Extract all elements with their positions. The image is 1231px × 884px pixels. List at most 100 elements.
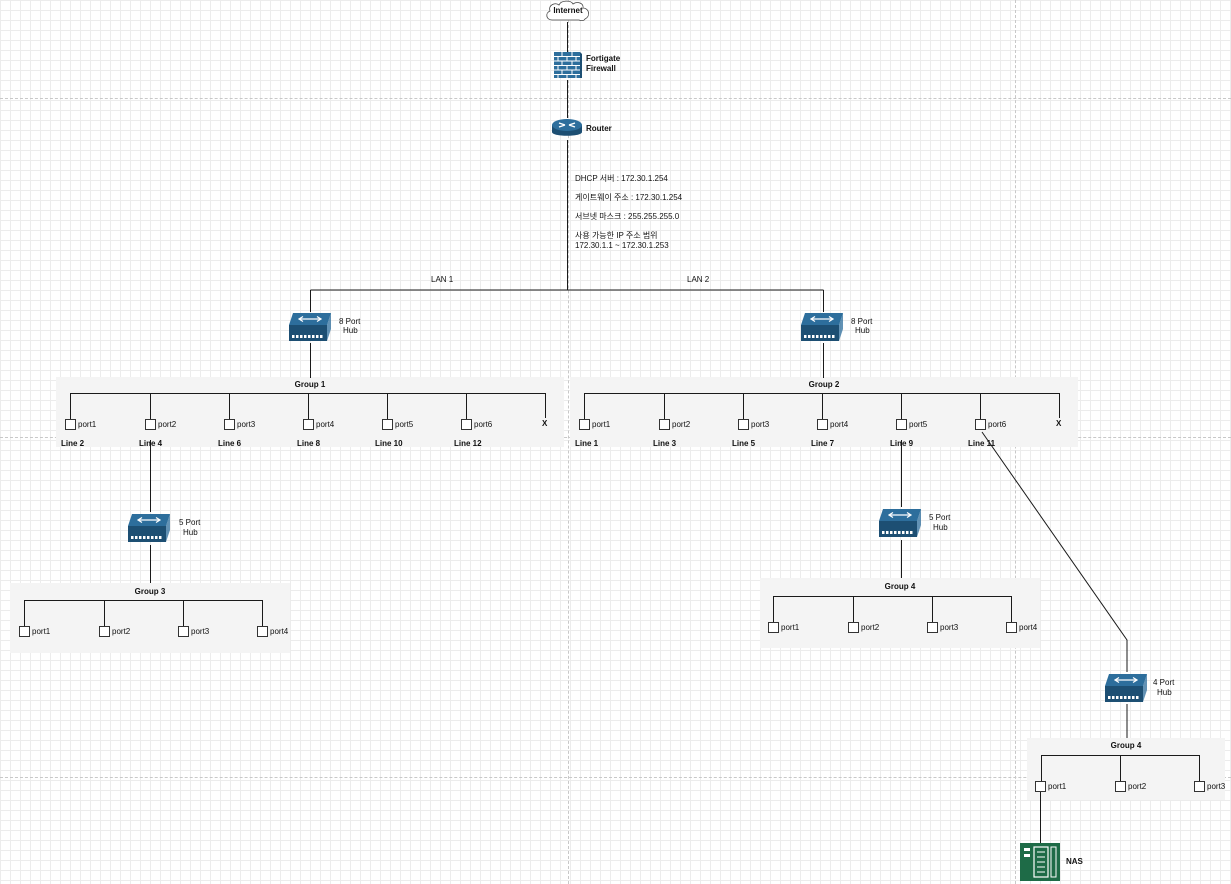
port-checkbox[interactable]	[579, 419, 590, 430]
port-label: port4	[830, 420, 849, 429]
port-checkbox[interactable]	[178, 626, 189, 637]
port-label: port3	[1207, 782, 1226, 791]
hub3-label-line2: Hub	[183, 528, 198, 537]
port-label: port4	[1019, 623, 1038, 632]
port-checkbox[interactable]	[145, 419, 156, 430]
ip-range-title: 사용 가능한 IP 주소 범위	[575, 231, 658, 240]
port-label: port6	[988, 420, 1007, 429]
page-break-vertical	[568, 0, 569, 884]
group-4b-title: Group 4	[1110, 741, 1142, 750]
port-label: port1	[32, 627, 51, 636]
port-label: port5	[395, 420, 414, 429]
port-label: port2	[672, 420, 691, 429]
group-2-container[interactable]	[570, 377, 1078, 447]
port-checkbox[interactable]	[738, 419, 749, 430]
group-1-container[interactable]	[56, 377, 564, 447]
line-label: Line 5	[732, 439, 756, 448]
hub-icon[interactable]	[1103, 672, 1151, 704]
firewall-label-line1: Fortigate	[586, 54, 621, 63]
port-label: port6	[474, 420, 493, 429]
port-label: port2	[158, 420, 177, 429]
port-checkbox[interactable]	[1035, 781, 1046, 792]
group-1-title: Group 1	[294, 380, 326, 389]
unused-port-marker: X	[542, 419, 548, 428]
port-label: port1	[781, 623, 800, 632]
group-4a-container[interactable]	[760, 578, 1040, 648]
page-break-horizontal	[0, 98, 1231, 99]
port-label: port3	[191, 627, 210, 636]
port-label: port5	[909, 420, 928, 429]
line-label: Line 3	[653, 439, 677, 448]
unused-port-marker: X	[1056, 419, 1062, 428]
firewall-icon[interactable]	[551, 50, 583, 80]
line-label: Line 10	[375, 439, 403, 448]
ip-range-value: 172.30.1.1 ~ 172.30.1.253	[575, 241, 669, 250]
group-3-title: Group 3	[134, 587, 166, 596]
router-icon[interactable]	[551, 117, 583, 141]
group-4a-title: Group 4	[884, 582, 916, 591]
line-label: Line 7	[811, 439, 835, 448]
port-checkbox[interactable]	[1006, 622, 1017, 633]
line-label: Line 1	[575, 439, 599, 448]
port-label: port3	[940, 623, 959, 632]
hub2-label-line1: 8 Port	[851, 317, 873, 326]
cloud-icon[interactable]	[544, 0, 592, 22]
line-label: Line 8	[297, 439, 321, 448]
port-checkbox[interactable]	[303, 419, 314, 430]
gateway-text: 게이트웨이 주소 : 172.30.1.254	[575, 193, 683, 202]
port-label: port2	[112, 627, 131, 636]
port-checkbox[interactable]	[224, 419, 235, 430]
hub1-label-line2: Hub	[343, 326, 358, 335]
hub-icon[interactable]	[799, 311, 847, 343]
port-checkbox[interactable]	[65, 419, 76, 430]
group-4b-container[interactable]	[1027, 738, 1225, 800]
subnet-mask-text: 서브넷 마스크 : 255.255.255.0	[575, 212, 680, 221]
port-label: port2	[861, 623, 880, 632]
port-label: port3	[237, 420, 256, 429]
port-checkbox[interactable]	[1115, 781, 1126, 792]
hub4-label-line1: 5 Port	[929, 513, 951, 522]
group-2-title: Group 2	[808, 380, 840, 389]
hub3-label-line1: 5 Port	[179, 518, 201, 527]
nas-icon[interactable]	[1020, 843, 1060, 881]
port-checkbox[interactable]	[768, 622, 779, 633]
hub-icon[interactable]	[126, 512, 174, 544]
line-label: Line 6	[218, 439, 242, 448]
nas-label: NAS	[1066, 857, 1083, 866]
hub5-label-line2: Hub	[1157, 688, 1172, 697]
port-label: port2	[1128, 782, 1147, 791]
port-checkbox[interactable]	[382, 419, 393, 430]
line-label: Line 2	[61, 439, 85, 448]
lan1-label: LAN 1	[431, 275, 454, 284]
hub-icon[interactable]	[877, 507, 925, 539]
page-break-horizontal	[0, 777, 1231, 778]
line-label: Line 9	[890, 439, 914, 448]
port-checkbox[interactable]	[927, 622, 938, 633]
line-label: Line 12	[454, 439, 482, 448]
port-checkbox[interactable]	[19, 626, 30, 637]
firewall-label-line2: Firewall	[586, 64, 616, 73]
port-checkbox[interactable]	[257, 626, 268, 637]
hub-icon[interactable]	[287, 311, 335, 343]
hub1-label-line1: 8 Port	[339, 317, 361, 326]
port-checkbox[interactable]	[1194, 781, 1205, 792]
port-checkbox[interactable]	[817, 419, 828, 430]
port-checkbox[interactable]	[461, 419, 472, 430]
port-checkbox[interactable]	[659, 419, 670, 430]
hub2-label-line2: Hub	[855, 326, 870, 335]
group-3-container[interactable]	[10, 583, 290, 653]
line-label: Line 4	[139, 439, 163, 448]
port-checkbox[interactable]	[99, 626, 110, 637]
hub4-label-line2: Hub	[933, 523, 948, 532]
port-label: port3	[751, 420, 770, 429]
port-label: port1	[1048, 782, 1067, 791]
dhcp-server-text: DHCP 서버 : 172.30.1.254	[575, 174, 668, 183]
hub5-label-line1: 4 Port	[1153, 678, 1175, 687]
line-label: Line 11	[968, 439, 996, 448]
port-label: port1	[78, 420, 97, 429]
port-checkbox[interactable]	[848, 622, 859, 633]
port-checkbox[interactable]	[896, 419, 907, 430]
port-checkbox[interactable]	[975, 419, 986, 430]
